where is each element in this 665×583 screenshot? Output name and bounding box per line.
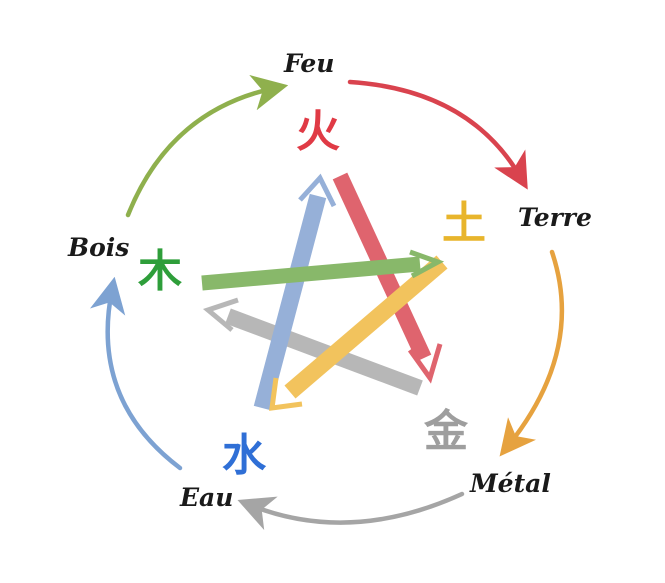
label-fire: Feu	[283, 49, 334, 78]
arrow-earth-to-metal	[499, 249, 565, 457]
label-earth: Terre	[518, 203, 592, 232]
element-labels: Feu Terre Métal Eau Bois	[67, 49, 592, 512]
arrow-wood-to-earth	[201, 256, 421, 291]
label-wood: Bois	[67, 233, 129, 262]
arrow-wood-to-fire	[125, 75, 289, 218]
label-metal: Métal	[469, 469, 551, 498]
glyph-wood: 木	[138, 246, 182, 297]
arrowhead-fire-to-metal	[407, 343, 443, 384]
arrowhead-water-to-fire	[298, 173, 337, 208]
label-water: Eau	[179, 483, 233, 512]
arrowhead-earth-to-water	[269, 377, 303, 411]
arrow-water-to-fire	[253, 193, 327, 411]
glyph-water: 水	[222, 430, 267, 481]
arrow-fire-to-earth	[347, 79, 528, 190]
arrow-earth-to-water	[284, 255, 448, 399]
arrowhead-metal-to-wood	[202, 297, 239, 332]
arrow-metal-to-water	[237, 491, 465, 531]
glyph-earth: 土	[442, 198, 486, 249]
glyph-metal: 金	[423, 406, 469, 457]
generating-cycle	[89, 75, 565, 531]
glyph-fire: 火	[296, 106, 340, 157]
arrowhead-wood-to-earth	[409, 249, 445, 279]
arrow-water-to-wood	[89, 276, 183, 471]
controlling-star	[201, 172, 448, 411]
element-glyphs: 火 土 金 水 木	[138, 106, 486, 481]
